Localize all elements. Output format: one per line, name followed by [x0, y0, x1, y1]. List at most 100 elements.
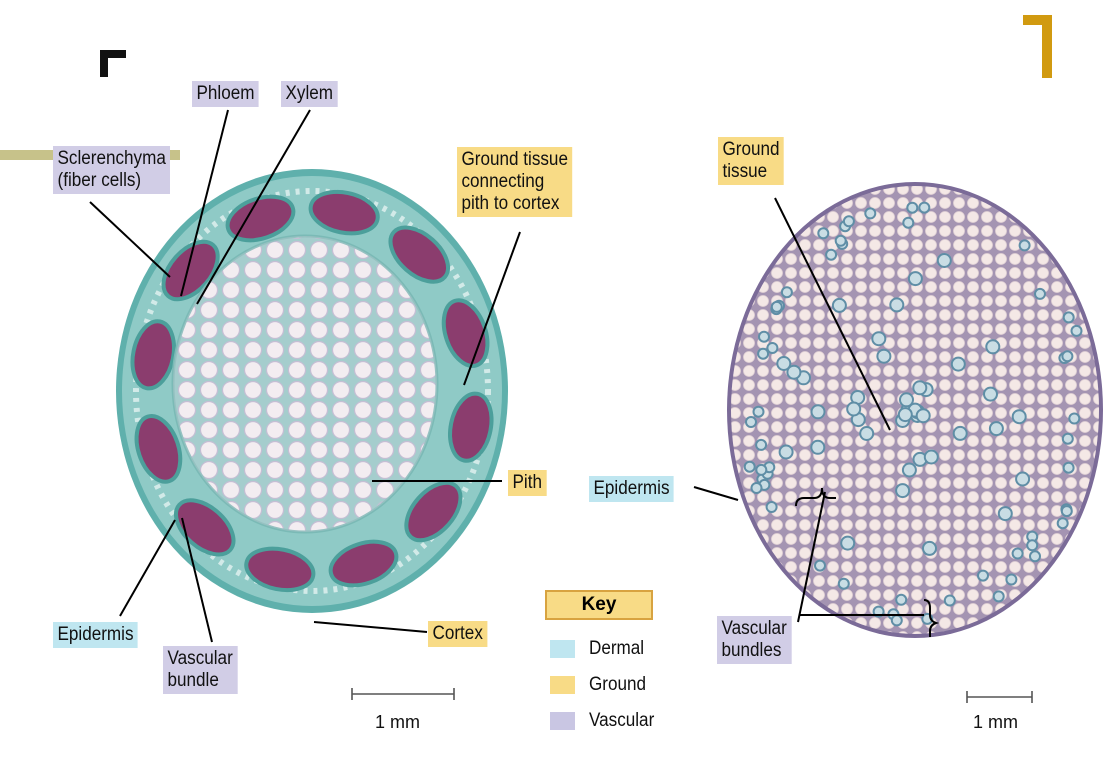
label-vascular-bundle: Vascular bundle [163, 646, 238, 694]
monocot-bundle-mark [922, 540, 937, 556]
corner-bracket-top-right [1023, 15, 1052, 78]
monocot-bundle-mark [1062, 461, 1075, 474]
monocot-bundle-mark [997, 506, 1013, 522]
monocot-bundle-mark [1061, 350, 1074, 363]
label-sclerenchyma: Sclerenchyma (fiber cells) [53, 146, 171, 194]
monocot-bundle-mark [817, 227, 830, 240]
monocot-bundle-mark [776, 356, 792, 371]
monocot-bundle-mark [871, 331, 887, 347]
scale-label-left: 1 mm [375, 712, 420, 732]
monocot-bundle-mark [906, 201, 919, 214]
monocot-bundle-mark [983, 386, 998, 402]
vascular-bundle-mark [388, 225, 450, 284]
corner-bracket-top-left [100, 50, 126, 77]
monocot-bundle-mark [1062, 311, 1075, 324]
monocot-bundle-mark [897, 407, 913, 423]
monocot-bundle-mark [952, 425, 968, 441]
label-pith: Pith [508, 470, 547, 496]
monocot-bundle-mark [837, 577, 850, 590]
monocot-bundle-mark [890, 614, 903, 627]
monocot-bundle-mark [745, 416, 757, 428]
monocot-bundle-mark [902, 216, 915, 229]
dicot-stem [116, 169, 508, 613]
monocot-bundle-mark [992, 590, 1005, 603]
monocot-bundle-mark [876, 348, 892, 364]
monocot-bundle-mark [752, 405, 765, 418]
monocot-bundle-mark [889, 297, 905, 313]
monocot-bundle-mark [755, 438, 768, 451]
monocot-bundle-mark [842, 215, 855, 228]
monocot-bundle-mark [918, 201, 931, 214]
monocot-bundle-mark [831, 297, 847, 313]
monocot-bundle-mark [825, 248, 838, 261]
monocot-bundle-mark [923, 449, 939, 465]
monocot-bundle-mark [985, 339, 1001, 355]
monocot-bundle-mark [780, 286, 793, 299]
monocot-bundle-mark [778, 444, 794, 460]
label-phloem: Phloem [192, 81, 259, 107]
vascular-bundle-mark [308, 189, 380, 236]
monocot-bundle-mark [943, 594, 956, 607]
key-swatch-ground [550, 676, 575, 694]
monocot-bundle-mark [1026, 539, 1039, 552]
monocot-bundle-mark [755, 463, 768, 476]
monocot-bundle-mark [770, 300, 783, 313]
monocot-bundle-mark [859, 426, 875, 441]
monocot-bundle-mark [1061, 432, 1074, 445]
leader-lines [89, 109, 940, 643]
key-title: Key [545, 590, 653, 620]
key-swatch-dermal [550, 640, 575, 658]
vascular-bundle-mark [404, 480, 463, 543]
label-vascular-bundles: Vascular bundles [717, 616, 792, 664]
monocot-bundle-mark [1029, 550, 1041, 563]
scattered-vascular-bundles [743, 201, 1083, 627]
monocot-bundle-mark [907, 271, 923, 287]
monocot-bundle-mark [765, 501, 778, 513]
monocot-bundle-mark [899, 392, 914, 408]
monocot-bundle-mark [950, 356, 966, 372]
monocot-bundle-mark [1018, 239, 1031, 252]
monocot-bundle-mark [810, 404, 826, 420]
monocot-bundle-mark [1034, 287, 1046, 300]
vascular-bundle-mark [448, 391, 494, 463]
monocot-bundle-mark [1011, 409, 1027, 425]
monocot-bundle-mark [895, 483, 911, 499]
vascular-bundle-mark [225, 194, 296, 243]
monocot-bundle-mark [834, 234, 847, 247]
monocot-bundle-mark [1011, 547, 1024, 560]
monocot-bundle-mark [988, 421, 1004, 437]
monocot-bundle-mark [846, 401, 862, 417]
label-ground-tissue-right: Ground tissue [718, 137, 785, 185]
key-label-ground: Ground [589, 674, 647, 695]
scale-label-right: 1 mm [973, 712, 1018, 732]
vascular-bundle-mark [174, 498, 236, 557]
label-xylem: Xylem [281, 81, 338, 107]
label-ground-tissue-connecting: Ground tissue connecting pith to cortex [457, 147, 573, 217]
monocot-bundle-mark [912, 380, 928, 396]
vascular-bundle-mark [244, 546, 316, 593]
key-swatch-vascular [550, 712, 575, 730]
monocot-bundle-mark [750, 482, 763, 494]
monocot-bundle-mark [814, 559, 826, 572]
label-epidermis-left: Epidermis [53, 622, 139, 648]
monocot-bundle-mark [810, 439, 826, 455]
scale-bars [351, 688, 1033, 703]
monocot-bundle-mark [786, 364, 802, 380]
vascular-bundle-mark [134, 414, 183, 484]
monocot-bundle-mark [1060, 505, 1073, 518]
monocot-bundle-mark [840, 535, 856, 551]
monocot-bundle-mark [915, 408, 931, 424]
monocot-bundle-mark [1068, 412, 1081, 425]
monocot-bundle-mark [766, 342, 779, 354]
vascular-bundle-mark [328, 539, 399, 588]
monocot-bundle-mark [864, 207, 877, 220]
monocot-bundle-mark [1015, 471, 1031, 487]
monocot-bundle-mark [1056, 517, 1069, 530]
vascular-bundle-mark [161, 239, 220, 302]
monocot-bundle-mark [1005, 573, 1018, 586]
monocot-bundle-mark [758, 330, 770, 343]
monocot-bundle-mark [936, 253, 952, 268]
monocot-bundle-mark [743, 460, 756, 473]
